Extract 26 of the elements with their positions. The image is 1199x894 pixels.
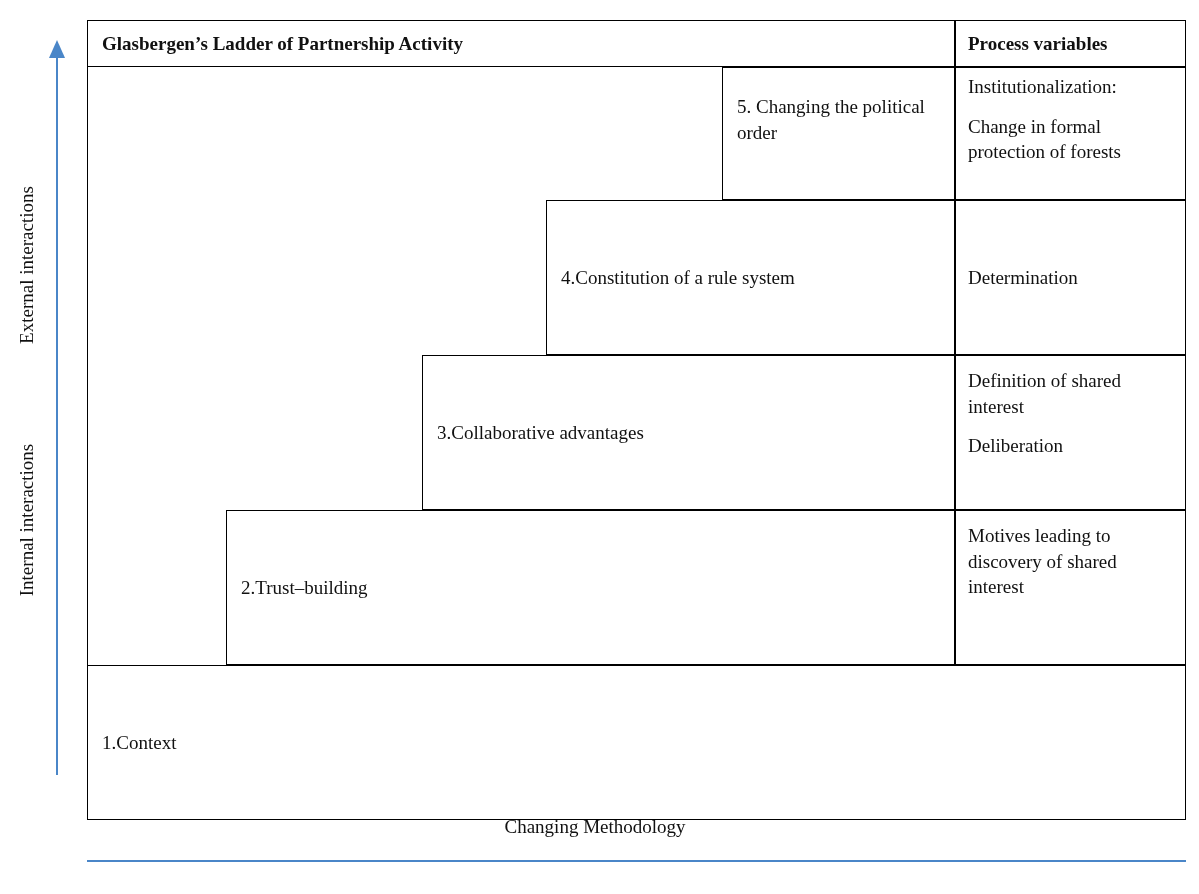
cell-text: 3.Collaborative advantages	[437, 420, 645, 445]
header-cell	[87, 20, 955, 67]
step-box	[546, 200, 955, 355]
step-box	[722, 67, 955, 200]
table-cell	[955, 200, 1186, 355]
cell-text: 4.Constitution of a rule system	[561, 265, 796, 290]
cell-text: Institutionalization:	[968, 75, 1118, 99]
cell-text: Change in formal protection of forests	[968, 114, 1122, 165]
step-box	[226, 510, 955, 665]
table-cell	[955, 355, 1186, 510]
cell-text: Deliberation	[968, 434, 1064, 459]
table-cell	[955, 67, 1186, 200]
cell-text: Determination	[968, 265, 1079, 290]
cell-text: Glasbergen’s Ladder of Partnership Activity	[102, 31, 464, 56]
axis-label: Changing Methodology	[504, 816, 686, 838]
axis-label: External interactions	[15, 186, 38, 344]
step-box	[422, 355, 955, 510]
cell-text: Definition of shared interest	[968, 369, 1122, 419]
cell-text: 5. Changing the political order	[737, 95, 926, 145]
table-cell	[955, 510, 1186, 665]
axis-label: Internal interactions	[16, 443, 39, 597]
cell-text: 2.Trust–building	[241, 575, 369, 600]
cell-text: Motives leading to discovery of shared interest	[968, 524, 1118, 600]
header-cell	[955, 20, 1186, 67]
cell-text: 1.Context	[102, 730, 178, 755]
cell-text: Process variables	[968, 31, 1109, 56]
